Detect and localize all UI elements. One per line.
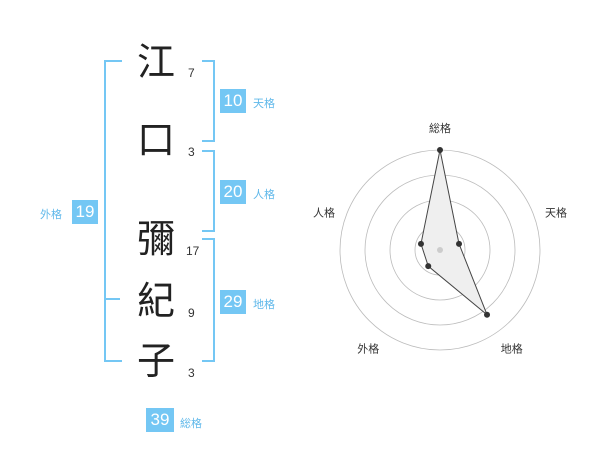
jinkaku-value: 20: [220, 180, 246, 204]
name-char-4: 紀: [136, 279, 175, 323]
name-char-5: 子: [136, 339, 175, 383]
radar-point-3: [484, 311, 491, 318]
stroke-count-1: 7: [188, 66, 195, 80]
chikaku-label: 地格: [253, 298, 275, 311]
stroke-count-2: 3: [188, 145, 195, 159]
stroke-count-4: 9: [188, 306, 195, 320]
stroke-count-3: 17: [186, 244, 200, 258]
jinkaku-label: 人格: [253, 188, 275, 201]
tenkaku-bracket: [202, 60, 215, 142]
soukaku-value: 39: [146, 408, 174, 432]
chikaku-value: 29: [220, 290, 246, 314]
name-char-3: 彌: [136, 217, 175, 261]
radar-series-area: [420, 149, 488, 316]
tenkaku-label: 天格: [253, 97, 275, 110]
gaikaku-label: 外格: [40, 208, 62, 221]
radar-axis-label-1: 総格: [429, 121, 451, 135]
radar-axis-label-2: 天格: [545, 205, 567, 219]
radar-center-point: [437, 247, 443, 253]
jinkaku-bracket: [202, 150, 215, 232]
radar-point-1: [437, 147, 443, 153]
radar-point-2: [456, 240, 463, 247]
radar-axis-label-4: 外格: [357, 342, 379, 356]
gaikaku-value: 19: [72, 200, 98, 224]
radar-point-5: [417, 240, 424, 247]
name-char-1: 江: [136, 40, 175, 84]
radar-axis-label-3: 地格: [501, 342, 523, 356]
gaikaku-bracket: [104, 60, 122, 362]
soukaku-label: 総格: [180, 417, 202, 430]
name-char-2: 口: [136, 118, 175, 162]
stroke-count-5: 3: [188, 366, 195, 380]
radar-axis-label-5: 人格: [313, 205, 335, 219]
chikaku-bracket: [202, 238, 215, 362]
tenkaku-value: 10: [220, 89, 246, 113]
gaikaku-connector: [104, 298, 120, 300]
radar-point-4: [425, 263, 432, 270]
